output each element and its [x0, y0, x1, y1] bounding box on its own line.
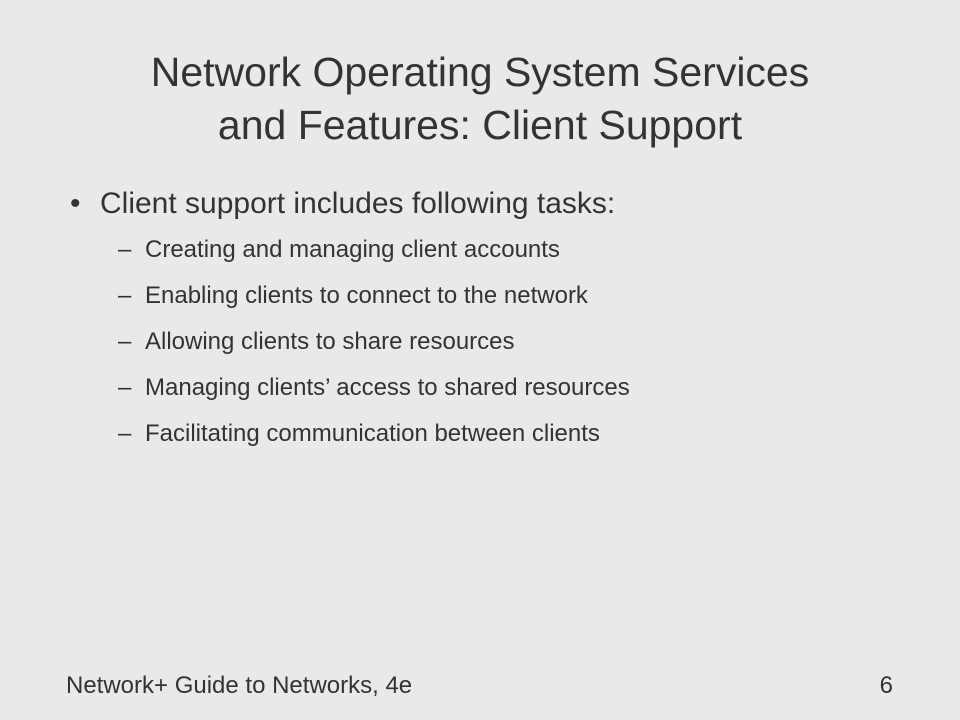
- sub-bullet-list: – Creating and managing client accounts …: [70, 235, 910, 449]
- page-number: 6: [879, 672, 893, 699]
- main-bullet: • Client support includes following task…: [70, 184, 910, 224]
- slide-title-line-1: Network Operating System Services: [150, 49, 810, 95]
- slide-content: • Client support includes following task…: [70, 184, 910, 465]
- bullet-icon: •: [70, 187, 81, 220]
- dash-icon: –: [118, 420, 132, 447]
- sub-bullet-item: – Creating and managing client accounts: [70, 235, 910, 265]
- dash-icon: –: [118, 236, 132, 263]
- sub-bullet-item: – Facilitating communication between cli…: [70, 419, 910, 449]
- sub-bullet-text: Managing clients’ access to shared resou…: [145, 374, 630, 401]
- footer-source: Network+ Guide to Networks, 4e: [66, 672, 413, 699]
- sub-bullet-text: Facilitating communication between clien…: [145, 420, 600, 447]
- sub-bullet-item: – Allowing clients to share resources: [70, 327, 910, 357]
- slide-title-line-2: and Features: Client Support: [217, 102, 743, 148]
- slide-title: Network Operating System Services and Fe…: [40, 46, 920, 152]
- sub-bullet-text: Allowing clients to share resources: [145, 328, 515, 355]
- dash-icon: –: [118, 328, 132, 355]
- sub-bullet-item: – Enabling clients to connect to the net…: [70, 281, 910, 311]
- sub-bullet-item: – Managing clients’ access to shared res…: [70, 373, 910, 403]
- sub-bullet-text: Enabling clients to connect to the netwo…: [145, 282, 588, 309]
- sub-bullet-text: Creating and managing client accounts: [145, 236, 560, 263]
- dash-icon: –: [118, 374, 132, 401]
- main-bullet-text: Client support includes following tasks:: [100, 187, 616, 220]
- dash-icon: –: [118, 282, 132, 309]
